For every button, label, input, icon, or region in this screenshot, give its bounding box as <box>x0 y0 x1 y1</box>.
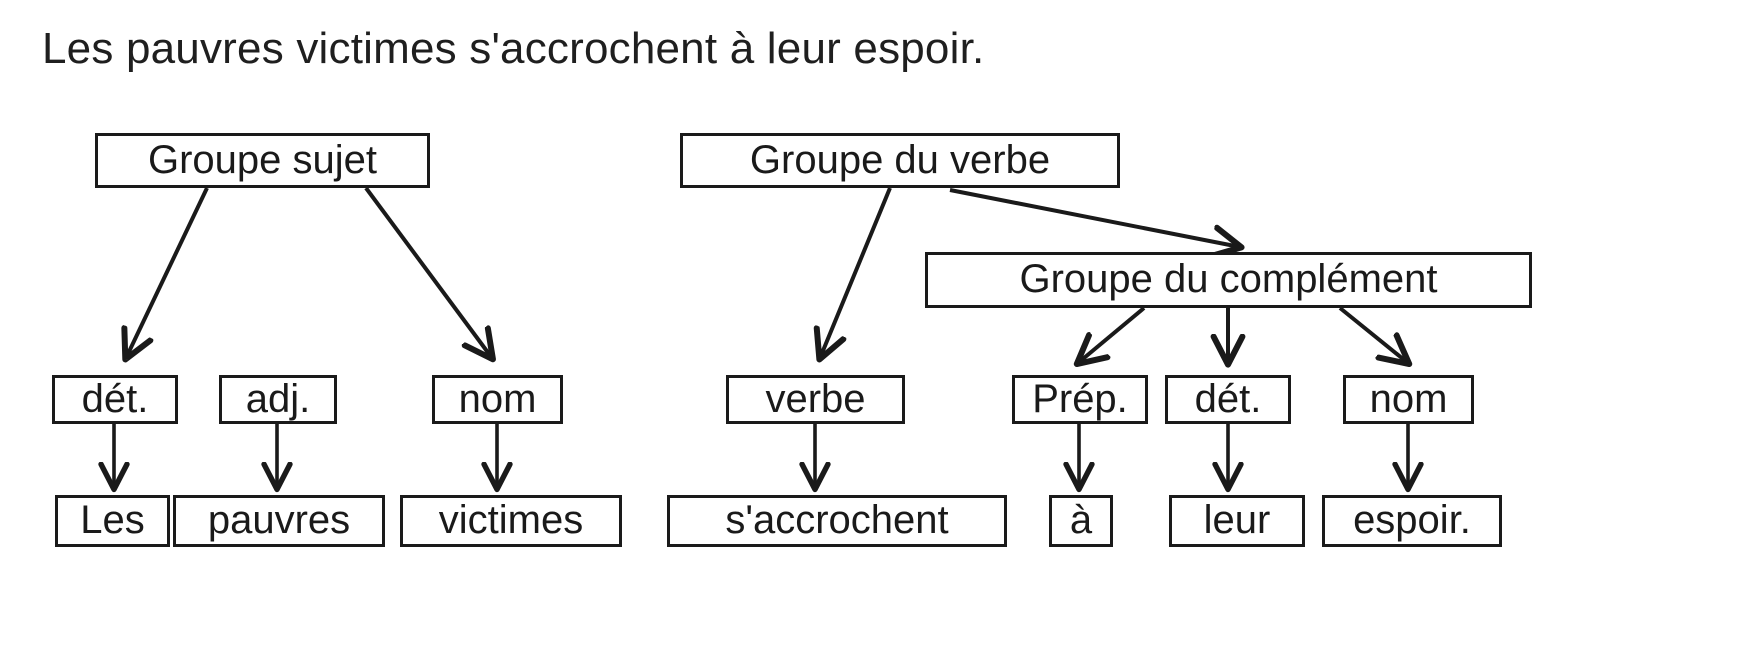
node-groupe-sujet[interactable]: Groupe sujet <box>95 133 430 188</box>
node-nom-1[interactable]: nom <box>432 375 563 424</box>
edge-complement-to-prep <box>1078 306 1146 363</box>
node-nom-1-label: nom <box>458 376 537 421</box>
node-adj-1-label: adj. <box>245 376 311 421</box>
node-mot-saccrochent[interactable]: s'accrochent <box>667 495 1007 547</box>
node-mot-leur[interactable]: leur <box>1169 495 1305 547</box>
node-prep-label: Prép. <box>1032 376 1128 421</box>
node-verbe-label: verbe <box>765 376 866 421</box>
node-groupe-du-verbe[interactable]: Groupe du verbe <box>680 133 1120 188</box>
node-groupe-du-complement[interactable]: Groupe du complément <box>925 252 1532 308</box>
node-mot-leur-label: leur <box>1203 498 1271 542</box>
node-mot-a[interactable]: à <box>1049 495 1113 547</box>
node-det-1[interactable]: dét. <box>52 375 178 424</box>
node-mot-pauvres[interactable]: pauvres <box>173 495 385 547</box>
node-adj-1[interactable]: adj. <box>219 375 337 424</box>
node-mot-les[interactable]: Les <box>55 495 170 547</box>
node-nom-2[interactable]: nom <box>1343 375 1474 424</box>
node-nom-2-label: nom <box>1369 376 1448 421</box>
node-groupe-du-complement-label: Groupe du complément <box>1019 257 1438 301</box>
node-mot-espoir[interactable]: espoir. <box>1322 495 1502 547</box>
node-mot-victimes[interactable]: victimes <box>400 495 622 547</box>
node-mot-les-label: Les <box>80 498 145 542</box>
node-verbe[interactable]: verbe <box>726 375 905 424</box>
node-mot-victimes-label: victimes <box>438 498 584 542</box>
edge-groupe-verbe-to-complement <box>949 188 1240 247</box>
node-groupe-du-verbe-label: Groupe du verbe <box>749 137 1051 182</box>
edge-groupe-verbe-to-verbe <box>820 187 892 358</box>
node-groupe-sujet-label: Groupe sujet <box>147 137 378 182</box>
node-det-2-label: dét. <box>1194 376 1262 421</box>
node-det-2[interactable]: dét. <box>1165 375 1291 424</box>
node-mot-espoir-label: espoir. <box>1353 498 1471 542</box>
node-mot-saccrochent-label: s'accrochent <box>725 498 949 542</box>
edge-complement-to-nom <box>1338 306 1408 363</box>
node-mot-a-label: à <box>1069 498 1093 542</box>
node-prep[interactable]: Prép. <box>1012 375 1148 424</box>
edge-groupe-sujet-to-det <box>126 187 209 358</box>
sentence-title: Les pauvres victimes s'accrochent à leur… <box>42 24 985 73</box>
edge-groupe-sujet-to-nom <box>364 186 492 358</box>
node-det-1-label: dét. <box>81 376 149 421</box>
node-mot-pauvres-label: pauvres <box>207 498 351 542</box>
